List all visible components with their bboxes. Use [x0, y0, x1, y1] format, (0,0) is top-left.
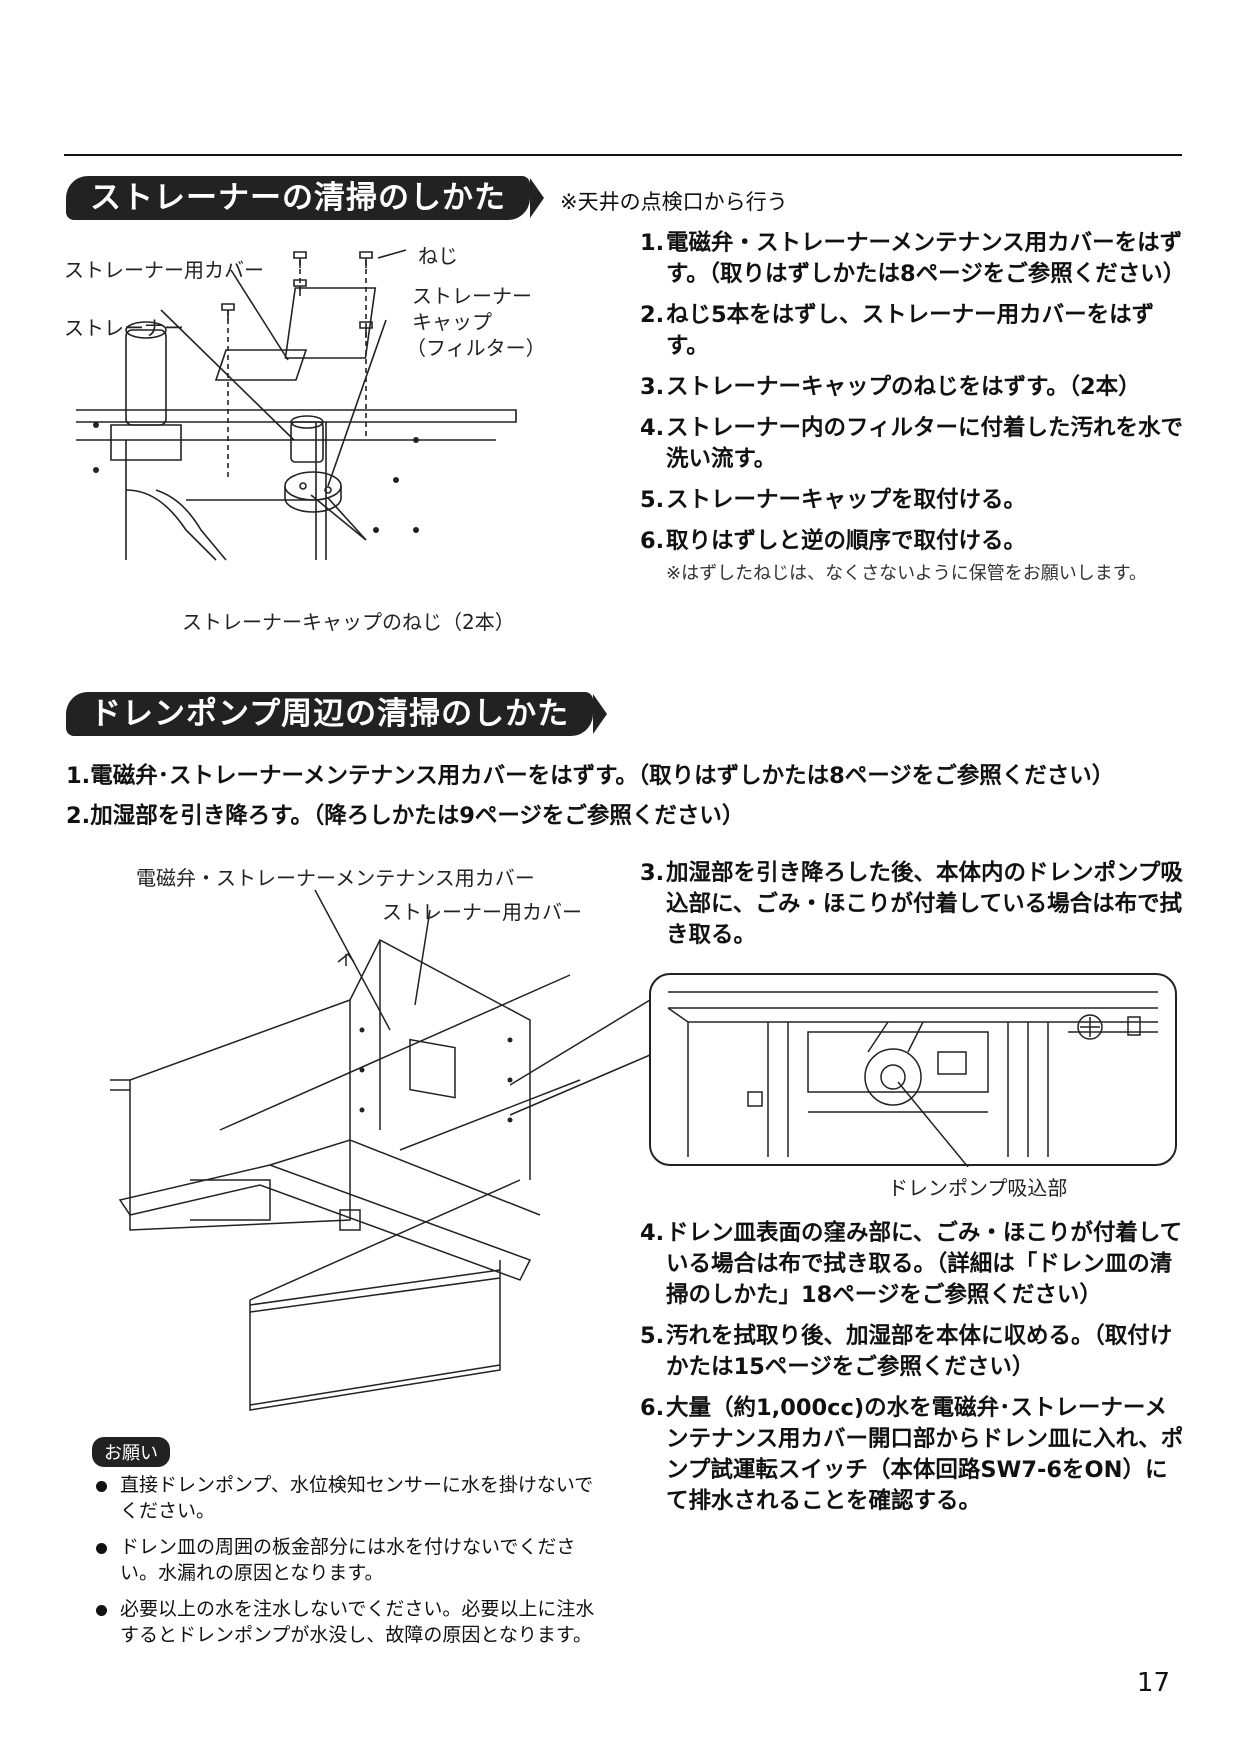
- caution-item: ドレン皿の周囲の板金部分には水を付けないでください。水漏れの原因となります。: [92, 1534, 604, 1586]
- drain-steps-3: 3.加湿部を引き降ろした後、本体内のドレンポンプ吸込部に、ごみ・ほこりが付着して…: [640, 858, 1185, 961]
- strainer-step-6: 6.取りはずしと逆の順序で取付ける。: [640, 528, 1027, 554]
- drain-step-4: 4.ドレン皿表面の窪み部に、ごみ・ほこりが付着している場合は布で拭き取る。（詳細…: [640, 1220, 1183, 1308]
- bullet-icon: [96, 1605, 107, 1616]
- bullet-icon: [96, 1543, 107, 1554]
- strainer-step-2: 2.ねじ5本をはずし、ストレーナー用カバーをはずす。: [640, 302, 1155, 359]
- label-strainer: ストレーナー: [64, 316, 184, 340]
- strainer-step-3: 3.ストレーナーキャップのねじをはずす。（2本）: [640, 374, 1141, 400]
- strainer-step-4: 4.ストレーナー内のフィルターに付着した汚れを水で洗い流す。: [640, 415, 1184, 472]
- label-pump-inlet: ドレンポンプ吸込部: [888, 1176, 1068, 1200]
- drain-step-6: 6.大量（約1,000cc)の水を電磁弁･ストレーナーメンテナンス用カバー開口部…: [640, 1395, 1184, 1514]
- drain-steps-4-6: 4.ドレン皿表面の窪み部に、ごみ・ほこりが付着している場合は布で拭き取る。（詳細…: [640, 1218, 1185, 1527]
- drain-step-5: 5.汚れを拭取り後、加湿部を本体に収める。（取付けかたは15ページをご参照くださ…: [640, 1323, 1173, 1380]
- drain-step-3: 3.加湿部を引き降ろした後、本体内のドレンポンプ吸込部に、ごみ・ほこりが付着して…: [640, 860, 1183, 948]
- caution-badge: お願い: [92, 1437, 170, 1467]
- strainer-step-5: 5.ストレーナーキャップを取付ける。: [640, 487, 1027, 513]
- section-title-drain-pump: ドレンポンプ周辺の清掃のしかた: [66, 692, 608, 736]
- caution-list: 直接ドレンポンプ、水位検知センサーに水を掛けないでください。 ドレン皿の周囲の板…: [92, 1472, 604, 1658]
- bullet-icon: [96, 1481, 107, 1492]
- page-number: 17: [1136, 1668, 1170, 1698]
- label-cap-line1: ストレーナー: [412, 284, 532, 308]
- screw-storage-note: ※はずしたねじは、なくさないように保管をお願いします。: [666, 563, 1147, 584]
- caution-item: 直接ドレンポンプ、水位検知センサーに水を掛けないでください。: [92, 1472, 604, 1524]
- drain-step-2: 2.加湿部を引き降ろす。（降ろしかたは9ページをご参照ください）: [66, 803, 745, 829]
- section-title-strainer: ストレーナーの清掃のしかた: [66, 176, 544, 220]
- label-maint-cover: 電磁弁・ストレーナーメンテナンス用カバー: [136, 866, 535, 890]
- unit-diagram: [110, 889, 581, 1411]
- label-cap-line2: キャップ: [412, 310, 492, 334]
- label-strainer-cover: ストレーナー用カバー: [64, 258, 264, 282]
- section-note: ※天井の点検口から行う: [560, 190, 788, 214]
- strainer-step-1: 1.電磁弁・ストレーナーメンテナンス用カバーをはずす。（取りはずしかたは8ページ…: [640, 230, 1186, 287]
- strainer-steps: 1.電磁弁・ストレーナーメンテナンス用カバーをはずす。（取りはずしかたは8ページ…: [640, 228, 1185, 585]
- strainer-diagram: [76, 249, 517, 561]
- top-rule: [64, 154, 1182, 156]
- caution-item: 必要以上の水を注水しないでください。必要以上に注水するとドレンポンプが水没し、故…: [92, 1596, 604, 1648]
- label-strainer-cover-2: ストレーナー用カバー: [382, 900, 582, 924]
- zoom-callout-lines: [510, 1000, 650, 1116]
- label-cap-line3: （フィルター）: [406, 336, 546, 360]
- pump-detail-image: [649, 973, 1177, 1167]
- label-screw: ねじ: [418, 244, 458, 268]
- label-cap-screws: ストレーナーキャップのねじ（2本）: [182, 610, 515, 634]
- drain-step-1: 1.電磁弁･ストレーナーメンテナンス用カバーをはずす。（取りはずしかたは8ページ…: [66, 763, 1115, 789]
